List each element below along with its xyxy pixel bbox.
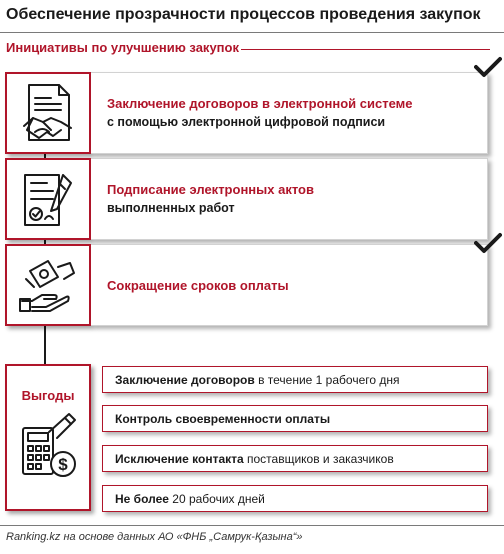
signed-document-pen-icon <box>19 169 77 229</box>
initiative-card-2: Подписание электронных актов выполненных… <box>91 158 488 240</box>
checkmark-icon <box>474 232 502 259</box>
money-hand-icon <box>18 257 78 313</box>
benefit-bold-2: Контроль своевременности оплаты <box>115 411 331 426</box>
benefit-rest-3: поставщиков и заказчиков <box>243 451 394 466</box>
page-title: Обеспечение прозрачности процессов прове… <box>6 6 481 23</box>
title-divider <box>0 32 504 33</box>
benefit-item-2: Контроль своевременности оплаты <box>102 405 488 432</box>
benefit-rest-1: в течение 1 рабочего дня <box>254 372 400 387</box>
source-note: Ranking.kz на основе данных АО «ФНБ „Сам… <box>6 531 303 543</box>
subtitle-divider <box>241 49 490 50</box>
initiative-subtitle-2: выполненных работ <box>107 201 235 215</box>
initiative-title-3: Сокращение сроков оплаты <box>107 277 289 293</box>
section-subtitle: Инициативы по улучшению закупок <box>6 40 239 55</box>
initiative-icon-box-1 <box>5 72 91 154</box>
benefit-item-3: Исключение контакта поставщиков и заказч… <box>102 445 488 472</box>
svg-text:$: $ <box>58 455 68 474</box>
initiative-card-3: Сокращение сроков оплаты <box>91 244 488 326</box>
calculator-money-icon: $ <box>19 412 79 487</box>
initiative-icon-box-2 <box>5 158 91 240</box>
initiative-card-1: Заключение договоров в электронной систе… <box>91 72 488 154</box>
benefit-item-1: Заключение договоров в течение 1 рабочег… <box>102 366 488 393</box>
benefit-bold-1: Заключение договоров <box>115 372 255 387</box>
initiative-subtitle-1: с помощью электронной цифровой подписи <box>107 115 386 129</box>
benefits-label: Выгоды <box>21 388 75 403</box>
contract-handshake-icon <box>21 82 75 144</box>
benefit-item-4: Не более 20 рабочих дней <box>102 485 488 512</box>
benefits-box: Выгоды $ <box>5 364 91 511</box>
checkmark-icon <box>474 56 502 83</box>
initiative-icon-box-3 <box>5 244 91 326</box>
benefit-rest-4: 20 рабочих дней <box>168 491 265 506</box>
benefit-bold-3: Исключение контакта <box>115 451 244 466</box>
initiative-title-2: Подписание электронных актов <box>107 182 314 197</box>
footer-divider <box>0 525 504 526</box>
benefit-bold-4: Не более <box>115 491 169 506</box>
initiative-title-1: Заключение договоров в электронной систе… <box>107 96 413 111</box>
